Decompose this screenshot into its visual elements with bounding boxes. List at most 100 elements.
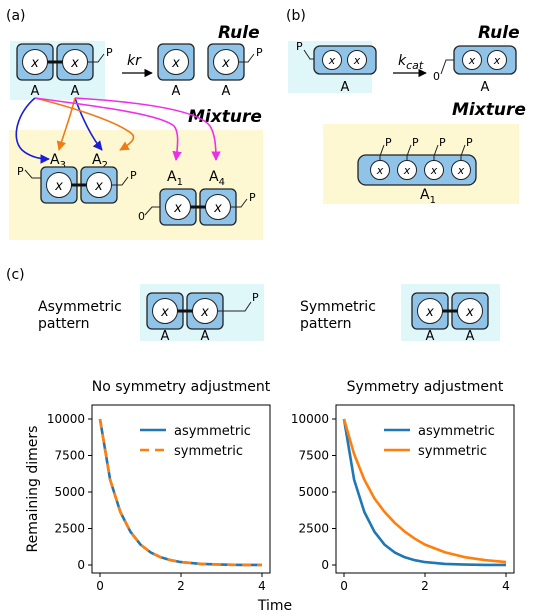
- panel-b-mixture-molecule: P P P P x x x x A1: [357, 136, 477, 206]
- y-tick-label: 2500: [54, 522, 85, 536]
- site-circle: [487, 50, 507, 70]
- chart-no-symmetry-adjustment: No symmetry adjustment025005000750010000…: [25, 379, 292, 614]
- site-label: x: [376, 164, 384, 177]
- legend-label-symmetric: symmetric: [418, 444, 487, 459]
- x-tick-label: 2: [177, 579, 185, 593]
- mapping-arrows: [15, 97, 221, 164]
- y-tick-label: 10000: [47, 412, 85, 426]
- chart-title: Symmetry adjustment: [347, 379, 504, 395]
- y-axis-label: Remaining dimers: [25, 426, 41, 553]
- orange-arrow: [34, 97, 135, 151]
- molecule-label: A: [31, 84, 40, 99]
- site-label: x: [221, 56, 230, 71]
- x-axis-label: Time: [257, 598, 292, 614]
- site-label: x: [173, 201, 182, 216]
- molecule-label: A: [341, 80, 350, 95]
- site-circle: [322, 50, 342, 70]
- panel-a-label: (a): [6, 8, 26, 24]
- panel-b-label: (b): [286, 8, 306, 24]
- site-label: x: [171, 56, 180, 71]
- blue-arrow: [15, 97, 50, 164]
- site-label: x: [328, 54, 336, 67]
- molecule-label: A: [481, 80, 490, 95]
- molecule-label: A: [201, 329, 210, 344]
- phospho-tail: [87, 53, 105, 63]
- y-tick-label: 5000: [298, 485, 329, 499]
- site-circle: [163, 49, 189, 75]
- panel-b-mixture-title: Mixture: [452, 100, 526, 120]
- y-tick-label: 0: [321, 558, 329, 572]
- site-label: x: [30, 56, 39, 71]
- series-line-symmetric: [98, 418, 262, 567]
- rate-constant: kcat: [398, 53, 424, 72]
- phospho-label: P: [466, 136, 473, 149]
- series-line-asymmetric: [342, 418, 506, 567]
- y-tick-label: 2500: [298, 522, 329, 536]
- phospho-tail: [111, 176, 129, 186]
- panel-a: (a) Rule Mixture x x P A A kr x A: [6, 8, 263, 240]
- reactant-dimer: x x P A A: [16, 43, 113, 99]
- phospho-label: P: [385, 136, 392, 149]
- x-tick-label: 2: [421, 579, 429, 593]
- phospho-label: P: [296, 40, 303, 53]
- site-label: x: [457, 164, 465, 177]
- molecule-label: A: [426, 329, 435, 344]
- panel-b-rule-title: Rule: [478, 23, 520, 43]
- site-label: x: [493, 54, 501, 67]
- magenta-arrow: [34, 97, 182, 161]
- site-circle: [370, 160, 390, 180]
- phospho-label: P: [17, 165, 24, 178]
- phospho-label: P: [256, 46, 263, 59]
- site-circle: [451, 160, 471, 180]
- molecule-label: A: [161, 329, 170, 344]
- rate-constant: kr: [127, 53, 142, 69]
- molecule-label: A: [71, 84, 80, 99]
- molecule-label: A: [172, 84, 181, 99]
- site-circle: [347, 50, 367, 70]
- phospho-label: P: [439, 136, 446, 149]
- site-label: x: [430, 164, 438, 177]
- panel-b-product: 0 x x A: [433, 45, 517, 95]
- legend-label-asymmetric: asymmetric: [174, 424, 251, 439]
- phospho-label: P: [252, 291, 259, 304]
- phospho-tail: [230, 198, 248, 208]
- site-label: x: [200, 305, 209, 320]
- site-label: x: [54, 179, 63, 194]
- asymmetric-pattern-label-line2: pattern: [38, 316, 89, 332]
- x-tick-label: 0: [340, 579, 348, 593]
- phospho-label: P: [106, 46, 113, 59]
- series-line-asymmetric: [98, 418, 262, 567]
- phospho-label: P: [249, 191, 256, 204]
- mixture-label: A4: [209, 169, 225, 188]
- x-tick-label: 0: [96, 579, 104, 593]
- asymmetric-pattern-label-line1: Asymmetric: [38, 299, 122, 315]
- site-circle: [424, 160, 444, 180]
- site-circle: [462, 50, 482, 70]
- product-monomers: x A x P A: [157, 43, 263, 99]
- legend-label-asymmetric: asymmetric: [418, 424, 495, 439]
- legend-label-symmetric: symmetric: [174, 444, 243, 459]
- mixture-dimer-phospho: P x x P: [17, 165, 137, 204]
- y-tick-label: 10000: [291, 412, 329, 426]
- magenta-arrow: [74, 97, 221, 161]
- mixture-label: A2: [92, 152, 108, 171]
- mixture-dimer-mixed: 0 x x P: [138, 188, 256, 226]
- panel-a-mixture-title: Mixture: [188, 107, 262, 127]
- molecule-label: A: [466, 329, 475, 344]
- panel-c-label: (c): [6, 267, 25, 283]
- site-label: x: [425, 305, 434, 320]
- site-label: x: [160, 305, 169, 320]
- y-tick-label: 7500: [54, 449, 85, 463]
- symmetric-pattern-label-line1: Symmetric: [300, 299, 376, 315]
- unmodified-label: 0: [138, 210, 145, 223]
- mixture-label: A3: [50, 152, 66, 171]
- symmetric-pattern-dimer: x x A A: [411, 292, 489, 344]
- x-tick-label: 4: [258, 579, 266, 593]
- phospho-tail: [217, 301, 252, 312]
- chart-title: No symmetry adjustment: [92, 379, 271, 395]
- asymmetric-pattern-dimer: x x P A A: [146, 291, 259, 344]
- series-line-symmetric: [342, 418, 507, 564]
- panel-c: (c) Asymmetric pattern Symmetric pattern…: [6, 267, 500, 344]
